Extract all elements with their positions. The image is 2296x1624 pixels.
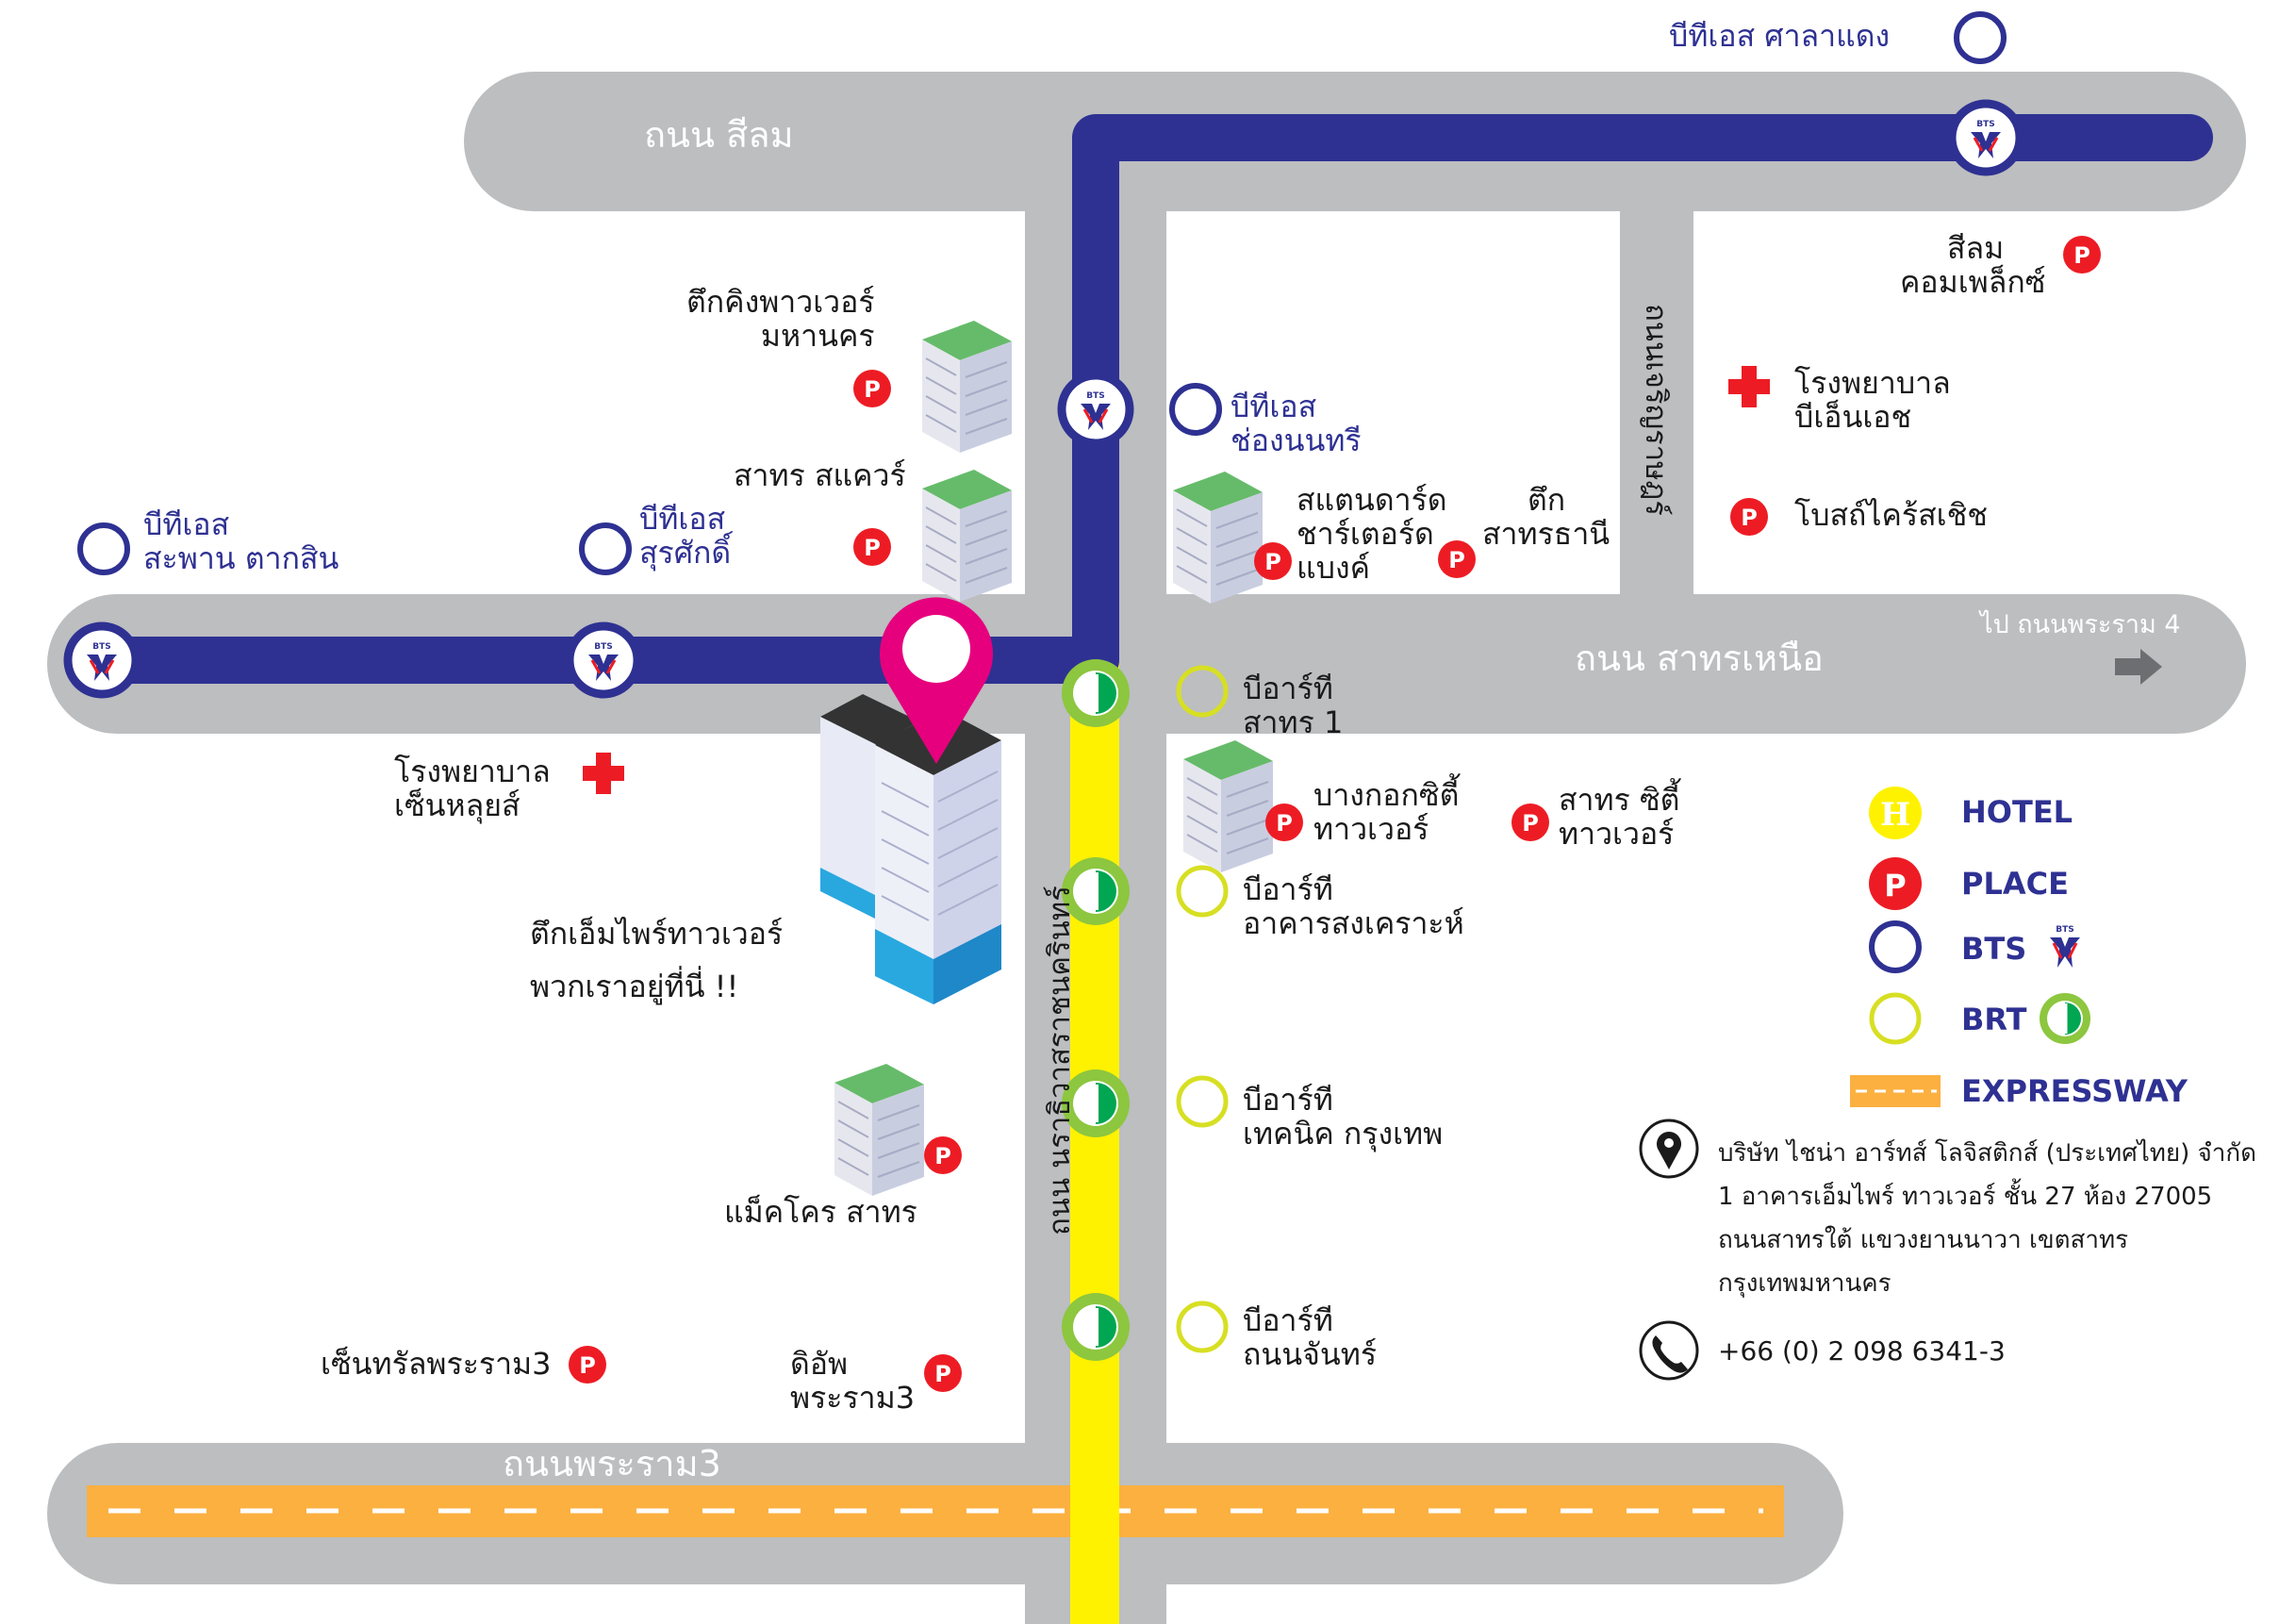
place-label-king-power: ตึกคิงพาวเวอร์มหานคร (686, 284, 875, 354)
road-charoen-rat (1620, 207, 1693, 604)
station-label-brt-technic: บีอาร์ทีเทคนิค กรุงเทพ (1243, 1082, 1444, 1152)
legend-brt: BRT (1961, 1002, 2027, 1037)
road-label-to-rama4: ไป ถนนพระราม 4 (1980, 610, 2181, 639)
bts-logo-icon (1062, 375, 1130, 443)
building-icon (1172, 471, 1264, 605)
brt-logo-icon (1062, 659, 1130, 727)
company-name: บริษัท ไชน่า อาร์ทส์ โลจิสติกส์ (ประเทศไ… (1718, 1139, 2257, 1168)
building-icon (1182, 739, 1274, 873)
place-label-bnh-hospital: โรงพยาบาลบีเอ็นเอช (1794, 365, 1951, 435)
place-label-bangkok-city: บางกอกซิตี้ทาวเวอร์ (1313, 777, 1460, 847)
address-pin-icon (1639, 1119, 1699, 1179)
place-label-central-rama3: เซ็นทรัลพระราม3 (321, 1346, 552, 1382)
road-label-narathiwat: ถนน นราธิวาสราชนครินทร์ (1043, 886, 1077, 1235)
bts-logo-icon (1952, 104, 2020, 172)
station-label-brt-thanon-chan: บีอาร์ทีถนนจันทร์ (1243, 1302, 1378, 1372)
location-pin-icon (880, 597, 994, 764)
address-line-2: ถนนสาทรใต้ แขวงยานนาวา เขตสาทร (1718, 1226, 2129, 1254)
brt-logo-icon (1062, 1293, 1130, 1361)
brt-station-marker (1176, 665, 1229, 1353)
phone-icon (1639, 1320, 1699, 1381)
road-label-charoen-rat: ถนนเจริญราษฎร์ (1639, 304, 1673, 516)
place-label-sathorn-city: สาทร ซิตี้ทาวเวอร์ (1559, 782, 1680, 852)
contact-address: บริษัท ไชน่า อาร์ทส์ โลจิสติกส์ (ประเทศไ… (1718, 1132, 2256, 1305)
legend-place: PLACE (1961, 866, 2069, 902)
station-label-chong-nonsi: บีทีเอสช่องนนทรี (1231, 389, 1362, 458)
road-label-silom: ถนน สีลม (644, 114, 794, 156)
station-label-brt-sathorn: บีอาร์ทีสาทร 1 (1243, 671, 1344, 740)
hospital-cross-icon (583, 753, 624, 794)
place-label-the-up: ดิอัพพระราม3 (790, 1346, 916, 1416)
bts-logo-icon (68, 626, 136, 694)
address-line-3: กรุงเทพมหานคร (1718, 1269, 1891, 1298)
place-label-sathorn-thani: ตึกสาทรธานี (1482, 482, 1611, 552)
place-label-silom-complex: สีลมคอมเพล็กซ์ (1900, 230, 2046, 300)
place-label-st-louis: โรงพยาบาลเซ็นหลุยส์ (394, 754, 551, 823)
empire-tower-building (820, 694, 1001, 1004)
legend-hotel: HOTEL (1961, 794, 2073, 830)
legend-markers: H P BTS (1850, 787, 2090, 1107)
address-line-1: 1 อาคารเอ็มไพร์ ทาวเวอร์ ชั้น 27 ห้อง 27… (1718, 1183, 2213, 1211)
station-label-surasak: บีทีเอสสุรศักดิ์ (639, 501, 732, 571)
place-label-sathorn-square: สาทร สแควร์ (734, 457, 906, 493)
building-icon (921, 320, 1013, 454)
place-label-standard-chartered: สแตนดาร์ดชาร์เตอร์ดแบงค์ (1297, 482, 1447, 586)
bts-station-marker (77, 11, 2007, 575)
phone-number[interactable]: +66 (0) 2 098 6341-3 (1718, 1335, 2006, 1367)
brt-line (1070, 660, 1119, 1624)
bts-logo-icon (570, 626, 637, 694)
place-label-christ-church: โบสถ์ไคร้สเชิช (1794, 497, 1988, 533)
svg-text:P: P (1884, 868, 1906, 903)
arrow-right-icon (2115, 649, 2162, 685)
hospital-cross-icon (1728, 366, 1770, 407)
legend-bts: BTS (1961, 931, 2027, 967)
expressway (87, 1485, 1784, 1537)
svg-text:H: H (1880, 796, 1910, 834)
place-label-empire-tower: ตึกเอ็มไพร์ทาวเวอร์พวกเราอยู่ที่นี่ !! (530, 916, 784, 1004)
station-label-saphan-taksin: บีทีเอสสะพาน ตากสิน (143, 506, 339, 576)
station-label-brt-akarn: บีอาร์ทีอาคารสงเคราะห์ (1243, 871, 1464, 941)
station-label-sala-daeng: บีทีเอส ศาลาแดง (1669, 18, 1891, 54)
legend-expressway: EXPRESSWAY (1961, 1073, 2188, 1109)
building-icon (834, 1063, 925, 1197)
place-label-makro: แม็คโคร สาทร (724, 1194, 917, 1230)
road-label-rama3: ถนนพระราม3 (503, 1443, 721, 1484)
building-icon (921, 469, 1013, 603)
svg-text:BTS: BTS (2056, 925, 2073, 935)
road-label-sathorn-nuea: ถนน สาทรเหนือ (1575, 638, 1824, 679)
road-network (47, 72, 2246, 1624)
